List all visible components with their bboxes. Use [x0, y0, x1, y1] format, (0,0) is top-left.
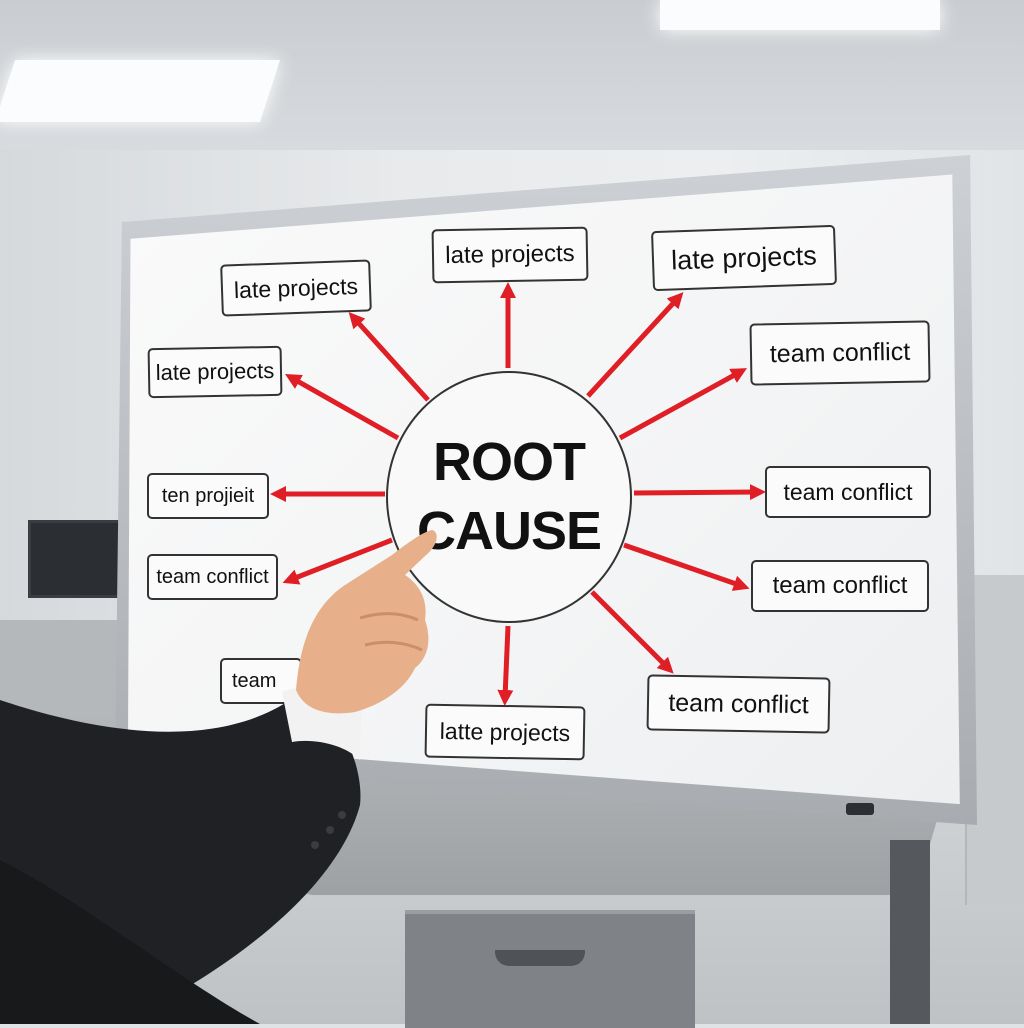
- arrow: [623, 542, 750, 591]
- arrow: [590, 590, 674, 674]
- arrow: [497, 625, 514, 706]
- hub-text-line1: ROOT: [433, 431, 586, 492]
- desk-leg: [890, 840, 930, 1024]
- cause-label: team conflict: [751, 560, 929, 612]
- arrow: [282, 537, 393, 585]
- root-cause-circle: ROOT CAUSE: [386, 371, 632, 623]
- arrow: [586, 292, 684, 398]
- arrow: [285, 374, 400, 441]
- arrow: [618, 368, 748, 441]
- cause-label: late projects: [220, 259, 372, 317]
- cause-label: team: [220, 658, 302, 704]
- cause-label: late projects: [147, 345, 283, 399]
- cause-label: team conflict: [147, 554, 278, 600]
- cause-label: team conflict: [646, 674, 831, 734]
- ceiling-light: [660, 0, 940, 30]
- cause-label: latte projects: [424, 703, 586, 761]
- cause-label: team conflict: [765, 466, 931, 518]
- cause-label: late projects: [431, 226, 589, 284]
- cause-label: ten projieit: [147, 473, 269, 519]
- arrow: [633, 484, 766, 501]
- hub-text-line2: CAUSE: [416, 501, 602, 561]
- drawer-handle: [495, 950, 585, 966]
- arrow: [348, 312, 430, 402]
- cause-label: late projects: [651, 224, 837, 292]
- desk-drawer: [405, 910, 695, 1028]
- cause-label: team conflict: [749, 320, 931, 386]
- marker: [846, 803, 874, 815]
